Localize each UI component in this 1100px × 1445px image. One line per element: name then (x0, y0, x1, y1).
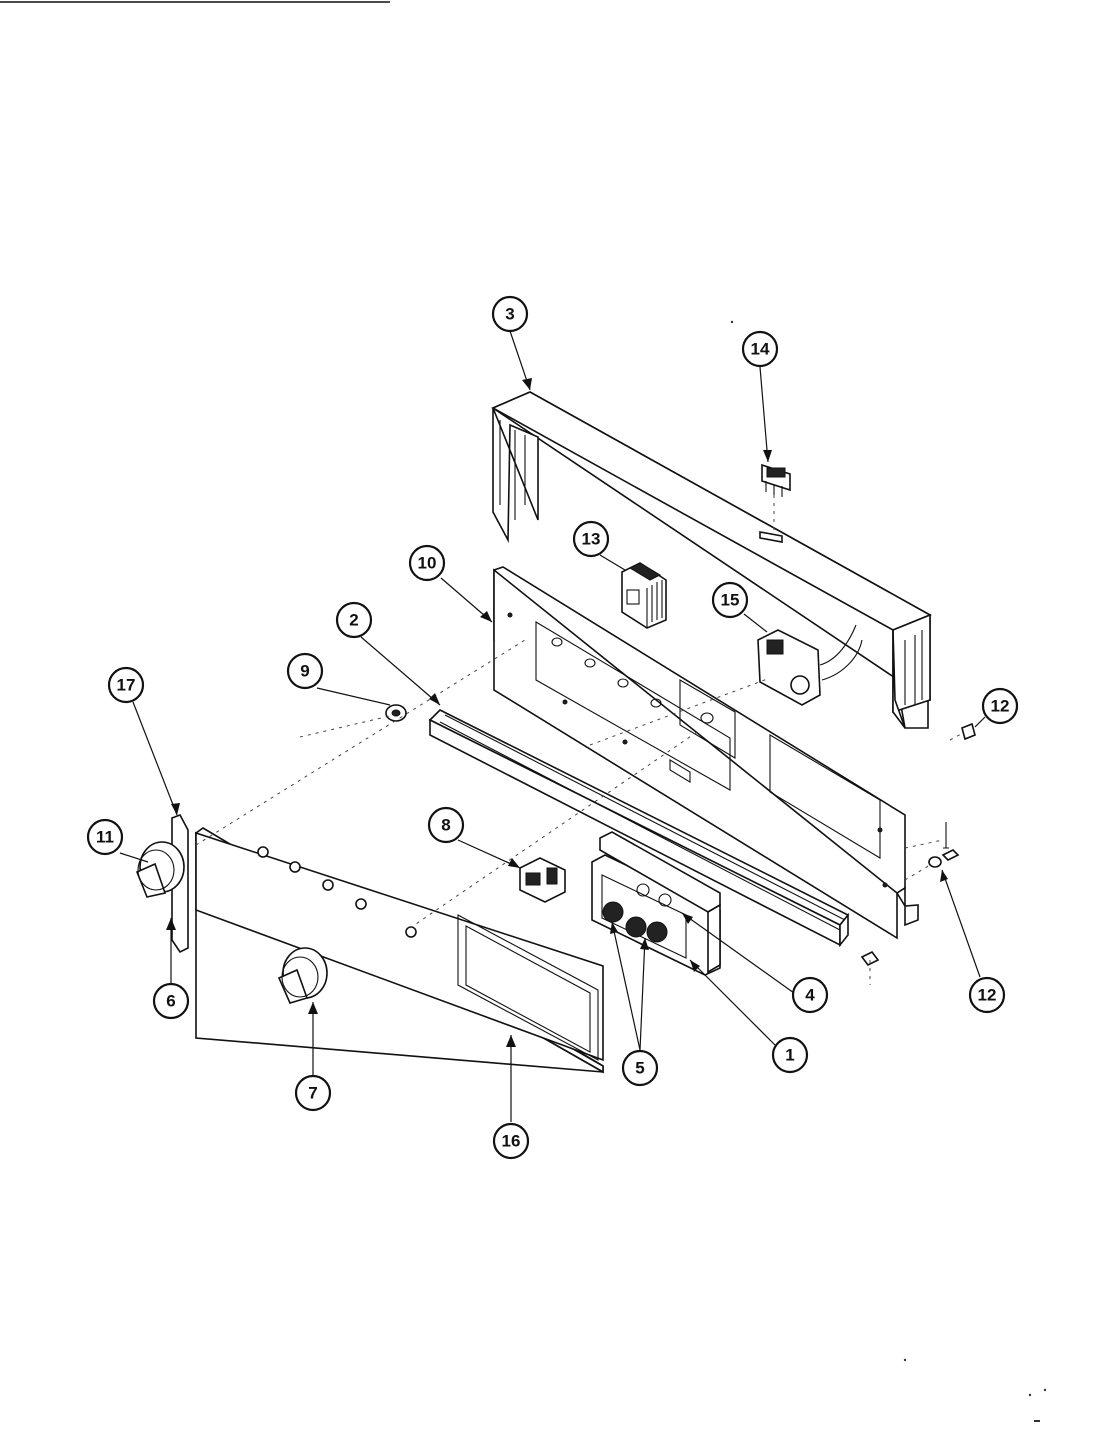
callout-2: 2 (335, 601, 373, 639)
callout-8: 8 (427, 806, 465, 844)
scan-specks (730, 320, 1047, 1422)
svg-text:15: 15 (721, 591, 740, 610)
panel-holes (551, 637, 714, 724)
callout-15: 15 (711, 581, 749, 619)
svg-text:11: 11 (96, 828, 114, 847)
screw-part-12-upper (941, 722, 976, 861)
knob-part-7 (277, 947, 328, 1004)
callout-13: 13 (572, 520, 610, 558)
control-panel-part-10 (493, 566, 919, 940)
svg-text:9: 9 (300, 662, 309, 681)
svg-text:1: 1 (785, 1046, 794, 1065)
svg-text:8: 8 (441, 816, 450, 835)
callout-6: 6 (152, 982, 190, 1020)
knob-part-6 (135, 841, 185, 898)
front-panel-part-16 (195, 827, 604, 1074)
switch-part-14 (761, 463, 791, 530)
alignment-lines (195, 639, 964, 985)
callout-4: 4 (791, 976, 829, 1014)
front-panel-holes (257, 846, 417, 938)
svg-text:14: 14 (751, 340, 770, 359)
relay-part-8 (519, 857, 566, 903)
callout-12a: 12 (981, 687, 1019, 725)
svg-text:2: 2 (349, 611, 358, 630)
callout-10: 10 (408, 544, 446, 582)
svg-text:6: 6 (166, 992, 175, 1011)
svg-text:7: 7 (308, 1084, 317, 1103)
svg-text:16: 16 (502, 1132, 521, 1151)
svg-text:17: 17 (117, 676, 136, 695)
callout-1: 1 (771, 1036, 809, 1074)
block-part-13 (621, 562, 667, 629)
callout-5: 5 (621, 1049, 659, 1087)
callout-17: 17 (107, 666, 145, 704)
svg-text:4: 4 (805, 986, 815, 1005)
callout-3: 3 (491, 295, 529, 333)
motor-part-15 (757, 624, 863, 706)
callout-7: 7 (294, 1074, 332, 1112)
svg-text:12: 12 (978, 986, 997, 1005)
screw-part-12-lower (860, 856, 942, 967)
callout-9: 9 (286, 652, 324, 690)
leader-lines (119, 330, 986, 1122)
nut-part-9 (385, 704, 407, 722)
svg-text:13: 13 (582, 530, 601, 549)
callout-12b: 12 (968, 976, 1006, 1014)
callout-11: 11 (86, 818, 124, 856)
rear-housing-part-3 (491, 391, 932, 729)
rail-part-2 (428, 709, 850, 948)
svg-text:5: 5 (635, 1059, 644, 1078)
knobs-part-5 (602, 883, 672, 943)
arrowheads (166, 378, 948, 1047)
callout-16: 16 (492, 1122, 530, 1160)
svg-text:10: 10 (418, 554, 437, 573)
callout-14: 14 (741, 330, 779, 368)
svg-text:3: 3 (505, 305, 514, 324)
svg-text:12: 12 (991, 697, 1010, 716)
switch-housing-part-1 (591, 831, 721, 976)
